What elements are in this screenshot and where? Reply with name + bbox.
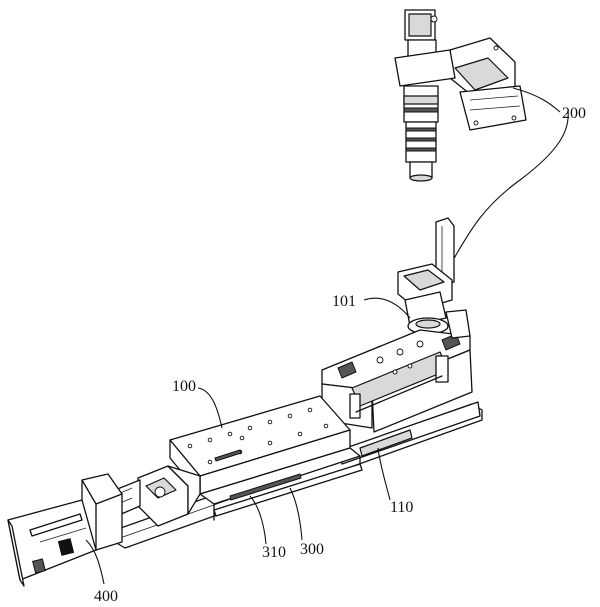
label-101: 101	[332, 293, 356, 310]
leader-101	[363, 297, 411, 319]
reference-labels: 200 101 100 110 300 310 400	[94, 105, 586, 605]
lens-holder-assembly	[397, 217, 455, 335]
coupling-block	[109, 465, 201, 527]
label-100: 100	[172, 378, 196, 395]
base-platform	[114, 395, 483, 549]
label-310: 310	[262, 544, 286, 561]
label-300: 300	[300, 541, 324, 558]
camera-module	[394, 9, 527, 182]
camera-cable	[451, 109, 569, 263]
label-400: 400	[94, 588, 118, 605]
leader-310	[249, 495, 267, 545]
label-200: 200	[562, 105, 586, 122]
leader-200	[512, 87, 561, 113]
leader-300	[289, 487, 303, 541]
leader-lines	[85, 87, 561, 585]
leader-400	[85, 539, 105, 585]
leader-100	[197, 387, 223, 429]
motor	[7, 473, 123, 587]
leader-110	[377, 447, 391, 501]
label-110: 110	[390, 499, 413, 516]
